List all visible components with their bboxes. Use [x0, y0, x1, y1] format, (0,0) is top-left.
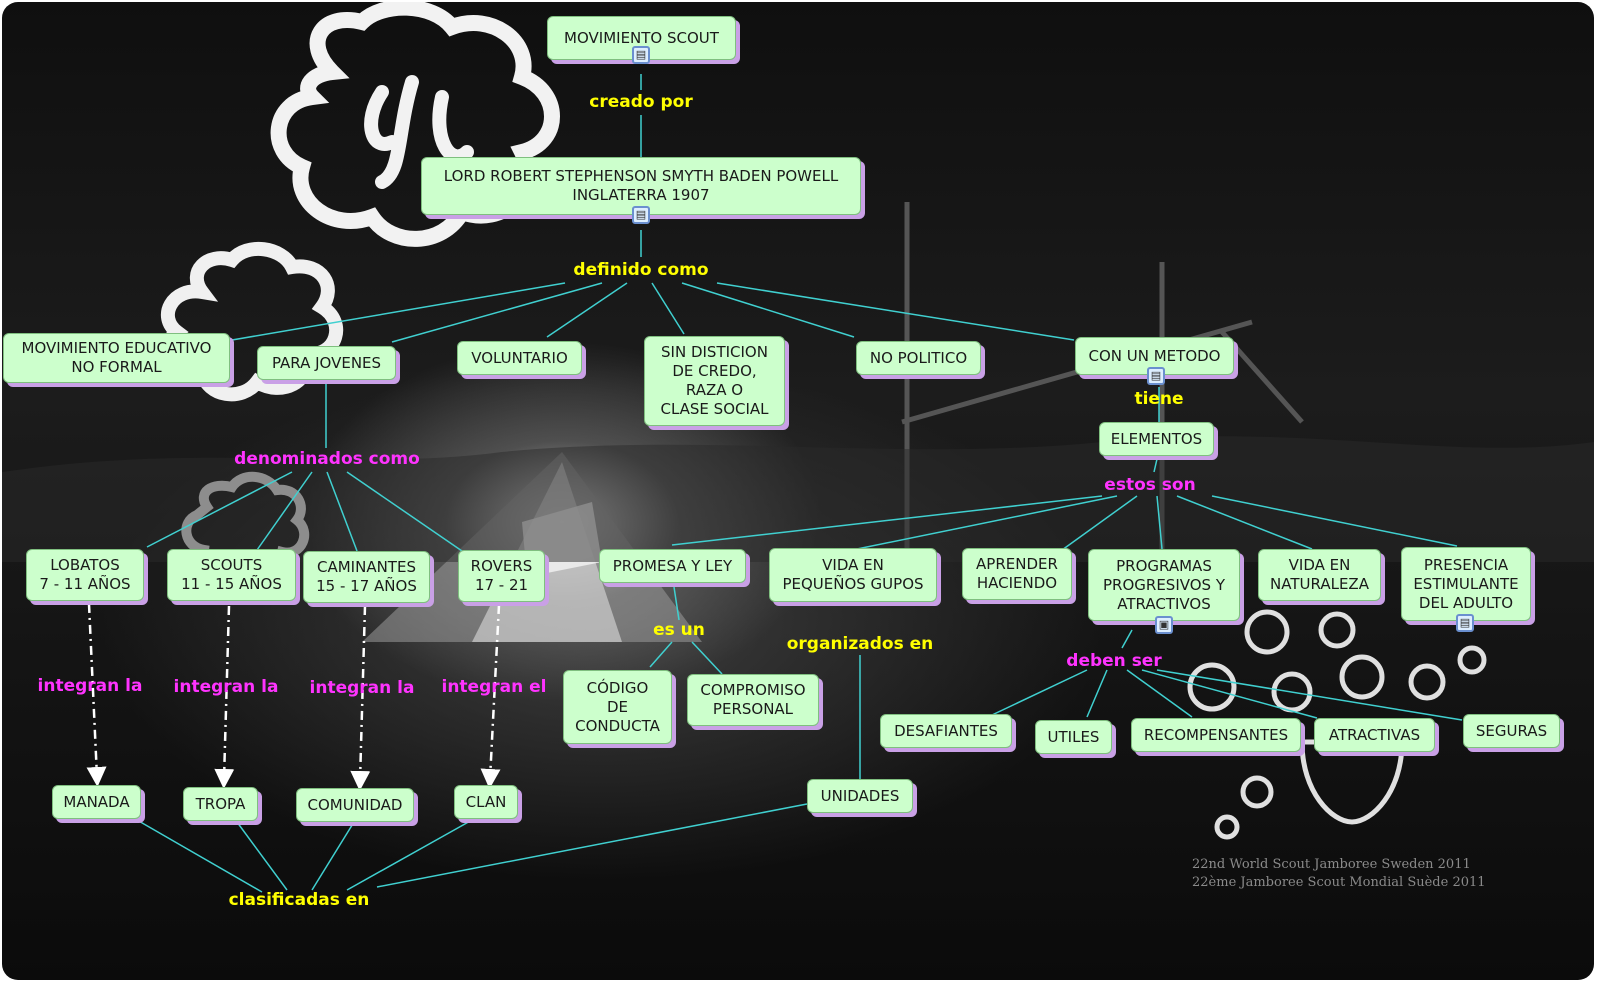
phrase-es-un: es un [653, 620, 705, 640]
node-programas-progresivos[interactable]: PROGRAMAS PROGRESIVOS Y ATRACTIVOS [1088, 549, 1240, 621]
phrase-clasificadas-en: clasificadas en [228, 890, 370, 910]
node-voluntario[interactable]: VOLUNTARIO [457, 341, 582, 375]
phrase-estos-son: estos son [1104, 475, 1196, 495]
node-promesa-y-ley[interactable]: PROMESA Y LEY [599, 549, 746, 583]
node-elementos[interactable]: ELEMENTOS [1099, 422, 1214, 456]
node-no-politico[interactable]: NO POLITICO [856, 341, 981, 375]
node-tropa[interactable]: TROPA [183, 787, 258, 821]
node-movimiento-educativo[interactable]: MOVIMIENTO EDUCATIVO NO FORMAL [3, 333, 230, 383]
node-unidades[interactable]: UNIDADES [807, 779, 913, 813]
node-atractivas[interactable]: ATRACTIVAS [1314, 718, 1435, 752]
node-sin-distincion[interactable]: SIN DISTICION DE CREDO, RAZA O CLASE SOC… [644, 336, 785, 426]
jamboree-caption-line1: 22nd World Scout Jamboree Sweden 2011 [1192, 857, 1471, 872]
node-vida-en-pequenos-grupos[interactable]: VIDA EN PEQUEÑOS GUPOS [769, 548, 937, 602]
node-para-jovenes[interactable]: PARA JOVENES [257, 346, 396, 380]
node-recompensantes[interactable]: RECOMPENSANTES [1131, 718, 1301, 752]
phrase-creado-por: creado por [589, 92, 693, 112]
node-clan[interactable]: CLAN [454, 785, 518, 819]
document-icon[interactable]: ▤ [1456, 614, 1474, 632]
node-vida-en-naturaleza[interactable]: VIDA EN NATURALEZA [1258, 549, 1381, 601]
phrase-integran-la-manada: integran la [37, 676, 143, 696]
document-icon[interactable]: ▤ [632, 46, 650, 64]
phrase-integran-la-comunidad: integran la [309, 678, 415, 698]
document-icon[interactable]: ▤ [1147, 367, 1165, 385]
node-codigo-de-conducta[interactable]: CÓDIGO DE CONDUCTA [563, 670, 672, 744]
node-presencia-estimulante[interactable]: PRESENCIA ESTIMULANTE DEL ADULTO [1401, 547, 1531, 621]
phrase-integran-el-clan: integran el [441, 677, 547, 697]
phrase-deben-ser: deben ser [1066, 651, 1162, 671]
jamboree-caption-line2: 22ème Jamboree Scout Mondial Suède 2011 [1192, 875, 1486, 890]
node-caminantes[interactable]: CAMINANTES 15 - 17 AÑOS [303, 551, 430, 603]
film-icon[interactable]: ▣ [1155, 616, 1173, 634]
node-rovers[interactable]: ROVERS 17 - 21 [458, 550, 545, 602]
phrase-definido-como: definido como [573, 260, 709, 280]
node-lord-robert-baden-powell[interactable]: LORD ROBERT STEPHENSON SMYTH BADEN POWEL… [421, 157, 861, 215]
node-compromiso-personal[interactable]: COMPROMISO PERSONAL [687, 674, 819, 726]
fleur-de-lis-icon [364, 75, 474, 189]
node-desafiantes[interactable]: DESAFIANTES [880, 714, 1012, 748]
node-aprender-haciendo[interactable]: APRENDER HACIENDO [962, 548, 1072, 600]
phrase-denominados-como: denominados como [234, 449, 420, 469]
node-seguras[interactable]: SEGURAS [1463, 714, 1560, 748]
node-scouts[interactable]: SCOUTS 11 - 15 AÑOS [167, 549, 296, 601]
jamboree-emblem-icon [1187, 609, 1487, 840]
node-manada[interactable]: MANADA [52, 785, 141, 819]
node-comunidad[interactable]: COMUNIDAD [296, 788, 414, 822]
phrase-tiene: tiene [1134, 389, 1184, 409]
node-utiles[interactable]: UTILES [1035, 720, 1112, 754]
node-lobatos[interactable]: LOBATOS 7 - 11 AÑOS [26, 549, 144, 601]
phrase-organizados-en: organizados en [786, 634, 934, 654]
document-icon[interactable]: ▤ [632, 206, 650, 224]
phrase-integran-la-tropa: integran la [173, 677, 279, 697]
